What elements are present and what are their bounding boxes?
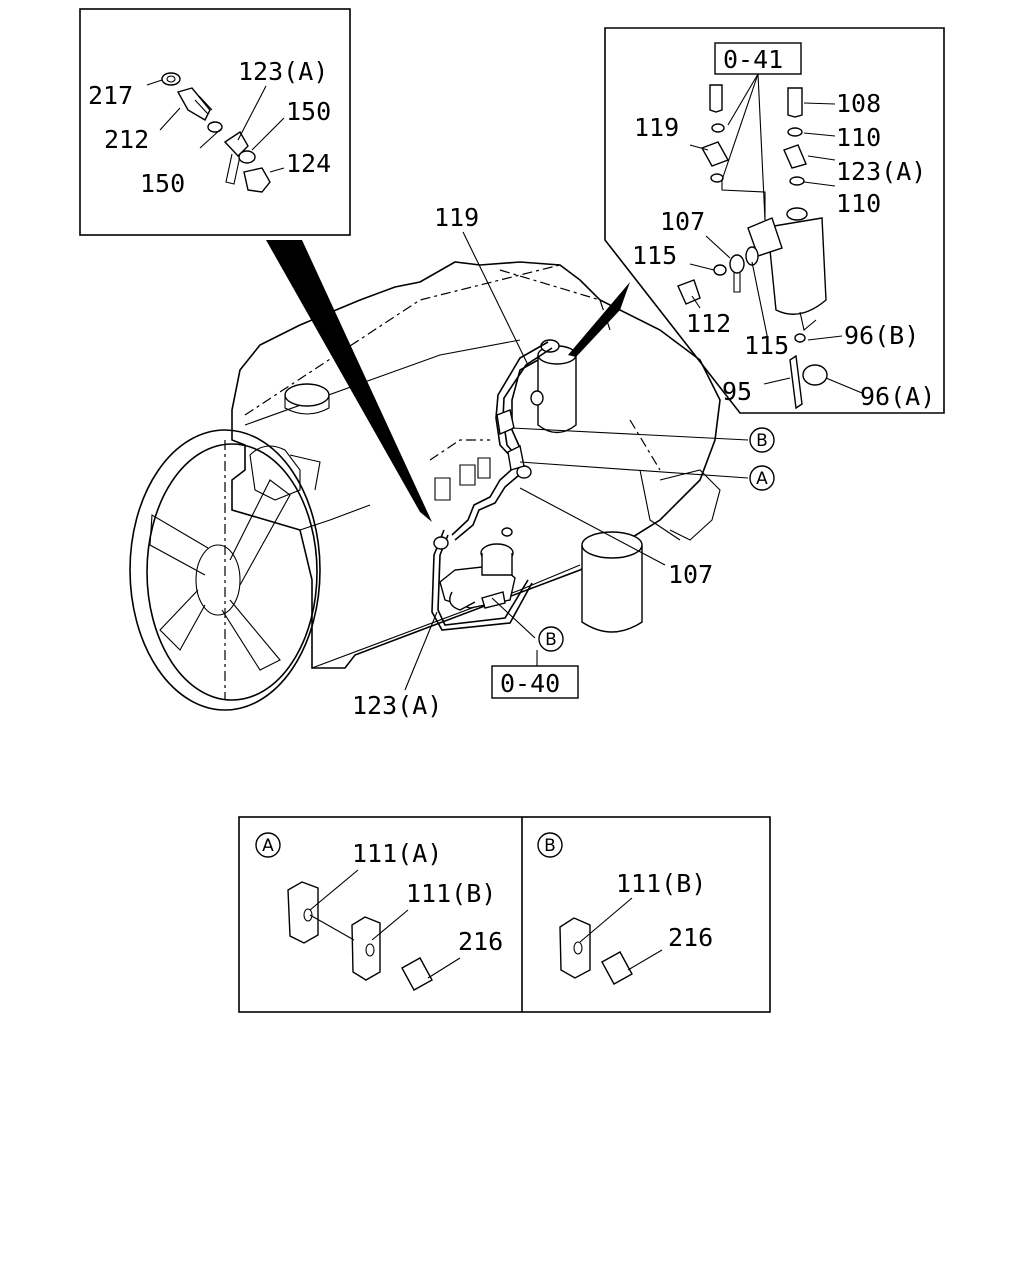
label-111b-a: 111(B)	[406, 879, 496, 908]
detail-b-parts	[559, 897, 663, 985]
engine-illustration	[129, 261, 721, 711]
callout-circle-b-upper	[749, 427, 775, 453]
detail-a-parts	[287, 869, 461, 991]
label-150-left: 150	[140, 169, 185, 198]
callout-circle-a	[749, 465, 775, 491]
label-119-right: 119	[634, 113, 679, 142]
label-108: 108	[836, 89, 881, 118]
label-107-main: 107	[668, 560, 713, 589]
ref-label-top: 0-41	[723, 45, 783, 74]
label-111b-b: 111(B)	[616, 869, 706, 898]
label-119-main: 119	[434, 203, 479, 232]
detail-frame	[238, 816, 771, 1013]
label-216-b: 216	[668, 923, 713, 952]
label-212: 212	[104, 125, 149, 154]
circle-label-a: A	[756, 469, 768, 489]
label-110-lower: 110	[836, 189, 881, 218]
label-150-right: 150	[286, 97, 331, 126]
label-123a-right: 123(A)	[836, 157, 926, 186]
detail-b-title: B	[544, 836, 556, 856]
label-96b: 96(B)	[844, 321, 919, 350]
pointer-wedge-right	[568, 282, 630, 357]
inset-right-frame	[604, 27, 945, 414]
detail-a-title: A	[262, 836, 274, 856]
label-110-upper: 110	[836, 123, 881, 152]
ref-box-bottom	[491, 665, 579, 699]
detail-b-circle	[537, 832, 563, 858]
pointer-wedge-left	[266, 240, 432, 522]
label-115-upper: 115	[632, 241, 677, 270]
ref-label-bottom: 0-40	[500, 669, 560, 698]
main-leader-lines	[404, 231, 749, 691]
label-115-lower: 115	[744, 331, 789, 360]
label-123a-main: 123(A)	[352, 691, 442, 720]
label-217: 217	[88, 81, 133, 110]
label-124: 124	[286, 149, 331, 178]
label-107-right: 107	[660, 207, 705, 236]
inset-right-parts	[677, 73, 863, 410]
label-216-a: 216	[458, 927, 503, 956]
callout-circle-b-lower	[538, 626, 564, 652]
circle-label-b-lower: B	[545, 630, 557, 650]
circle-label-b-upper: B	[756, 431, 768, 451]
inset-left-frame	[79, 8, 351, 236]
detail-a-circle	[255, 832, 281, 858]
label-96a: 96(A)	[860, 382, 935, 411]
ref-box-top	[714, 42, 802, 75]
label-123a-left: 123(A)	[238, 57, 328, 86]
label-111a: 111(A)	[352, 839, 442, 868]
label-112: 112	[686, 309, 731, 338]
inset-left-parts	[146, 72, 285, 193]
label-95: 95	[722, 377, 752, 406]
